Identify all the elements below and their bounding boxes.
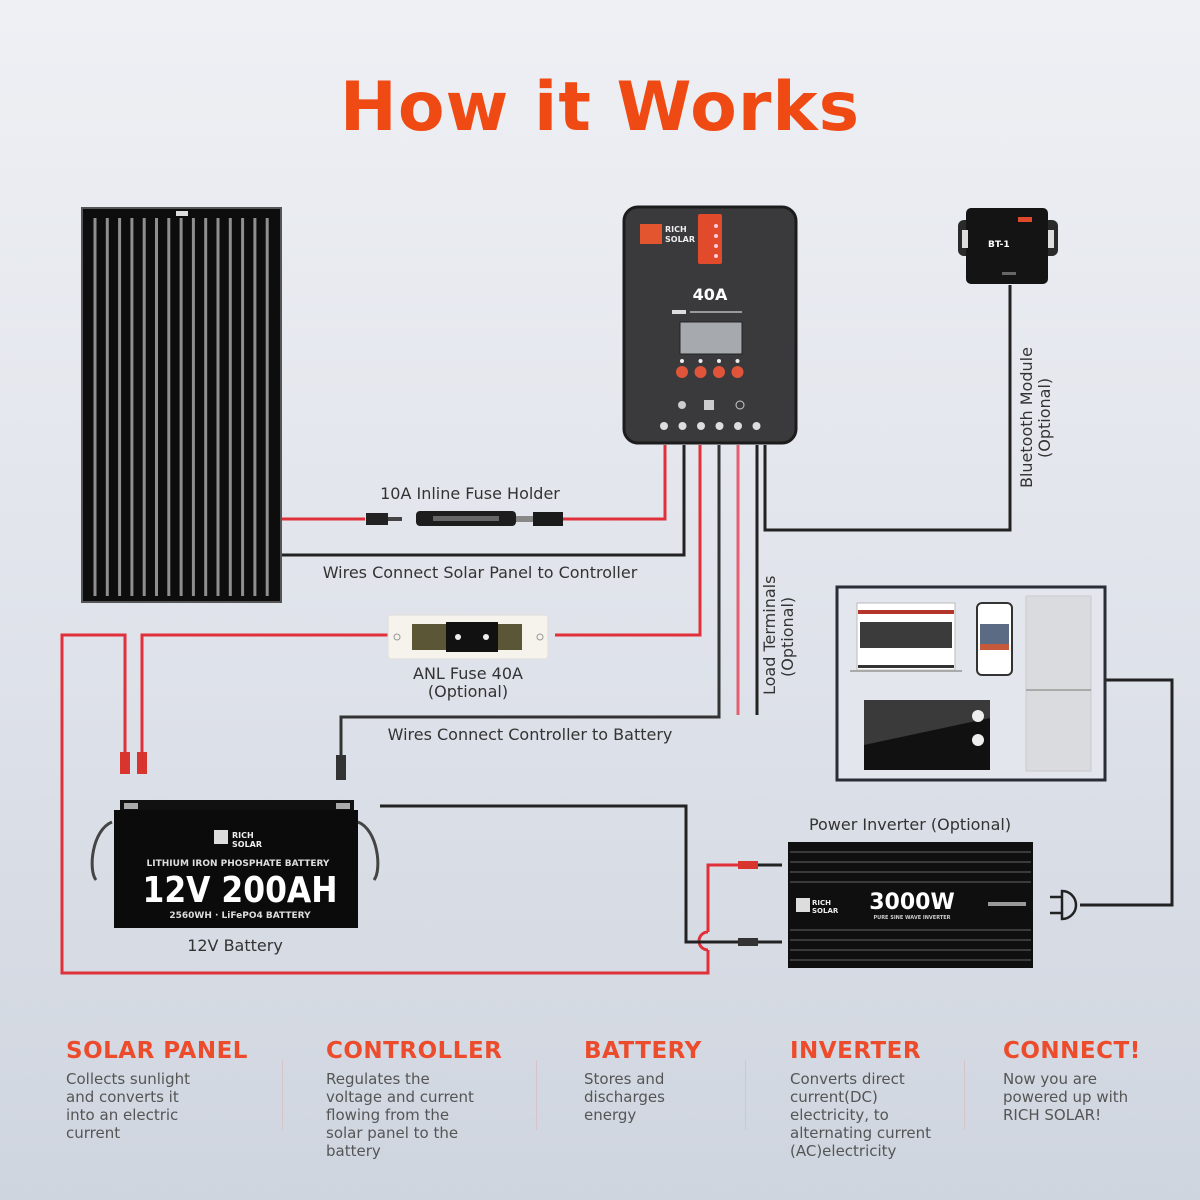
panel-wire-label: Wires Connect Solar Panel to Controller — [323, 563, 638, 582]
svg-text:RICH: RICH — [232, 831, 254, 840]
controller-terminal — [697, 422, 705, 430]
appliances-box — [835, 585, 1107, 782]
step-title: INVERTER — [790, 1038, 922, 1064]
controller-rating: 40A — [693, 285, 728, 304]
svg-text:SOLAR: SOLAR — [812, 907, 839, 915]
controller-terminal — [678, 422, 687, 430]
step-divider — [282, 1060, 283, 1130]
controller-button — [694, 366, 707, 378]
inverter-lug-negative — [738, 938, 758, 946]
battery-wire-label: Wires Connect Controller to Battery — [388, 725, 673, 744]
smartphone-icon — [976, 602, 1013, 676]
step-divider — [964, 1060, 965, 1130]
charge-controller-icon: RICH SOLAR 40A — [622, 205, 798, 445]
page-title: How it Works — [339, 68, 861, 147]
controller-terminal — [715, 422, 724, 430]
inline-fuse-icon — [366, 511, 563, 526]
inverter-icon: RICH SOLAR 3000W PURE SINE WAVE INVERTER — [788, 842, 1033, 968]
bluetooth-module-icon: BT-1 — [958, 208, 1058, 284]
svg-text:RICH: RICH — [665, 225, 687, 234]
bt-label: Bluetooth Module — [1017, 347, 1036, 488]
controller-button — [731, 366, 744, 378]
step-divider — [536, 1060, 537, 1130]
battery-icon: RICH SOLAR LITHIUM IRON PHOSPHATE BATTER… — [90, 800, 380, 928]
inverter-label: Power Inverter (Optional) — [809, 815, 1011, 834]
wire-inverter-negative — [380, 804, 755, 944]
battery-spec: 2560WH · LiFePO4 BATTERY — [169, 911, 311, 921]
solar-panel-icon — [81, 207, 282, 603]
ac-plug-icon — [1050, 889, 1078, 921]
step-description: Regulates the voltage and current flowin… — [326, 1070, 474, 1160]
wiring-diagram: 10A Inline Fuse Holder Wires Connect Sol… — [60, 205, 1174, 975]
step-divider — [745, 1060, 746, 1130]
laptop-icon — [850, 602, 962, 672]
battery-rating: 12V 200AH — [143, 870, 338, 911]
step-description: Collects sunlight and converts it into a… — [66, 1070, 190, 1142]
controller-terminal — [660, 422, 668, 430]
inverter-terminal-leads — [755, 863, 782, 944]
step-title: BATTERY — [584, 1038, 702, 1064]
controller-led — [698, 359, 703, 363]
controller-terminal — [752, 422, 761, 430]
inverter-lug-positive — [738, 861, 758, 869]
battery-lug-1 — [120, 752, 130, 774]
inverter-rating: 3000W — [869, 890, 955, 915]
step-title: SOLAR PANEL — [66, 1038, 248, 1064]
inverter-subtitle: PURE SINE WAVE INVERTER — [873, 915, 950, 921]
anl-fuse-optional: (Optional) — [428, 682, 508, 701]
wire-battery-positive — [140, 445, 702, 755]
steps-section: SOLAR PANEL Collects sunlight and conver… — [0, 1038, 1200, 1188]
wire-battery-negative — [339, 445, 721, 770]
anl-fuse-label: ANL Fuse 40A — [413, 664, 523, 683]
wire-panel-negative — [280, 445, 686, 557]
battery-label: 12V Battery — [187, 936, 283, 955]
battery-lug-2 — [137, 752, 147, 774]
step-description: Stores and discharges energy — [584, 1070, 665, 1124]
step-connect: CONNECT! Now you are powered up with RIC… — [1003, 1038, 1200, 1124]
step-inverter: INVERTER Converts direct current(DC) ele… — [790, 1038, 990, 1160]
wire-bluetooth — [763, 285, 1012, 532]
controller-led — [735, 359, 740, 363]
step-description: Now you are powered up with RICH SOLAR! — [1003, 1070, 1129, 1124]
svg-text:RICH: RICH — [812, 899, 831, 907]
wire-panel-positive — [280, 445, 667, 521]
controller-terminal — [734, 422, 742, 430]
wire-ac-output — [1080, 678, 1174, 907]
svg-text:SOLAR: SOLAR — [665, 235, 695, 244]
load-terminals-optional: (Optional) — [778, 597, 797, 677]
microwave-icon — [864, 700, 990, 770]
step-description: Converts direct current(DC) electricity,… — [790, 1070, 932, 1160]
step-controller: CONTROLLER Regulates the voltage and cur… — [326, 1038, 526, 1160]
controller-button — [676, 366, 688, 378]
controller-button — [713, 366, 725, 378]
svg-text:SOLAR: SOLAR — [232, 840, 262, 849]
anl-fuse-icon — [387, 614, 549, 660]
step-battery: BATTERY Stores and discharges energy — [584, 1038, 784, 1124]
step-title: CONTROLLER — [326, 1038, 503, 1064]
bt-optional: (Optional) — [1035, 378, 1054, 458]
controller-led — [680, 359, 684, 363]
inline-fuse-label: 10A Inline Fuse Holder — [380, 484, 560, 503]
step-title: CONNECT! — [1003, 1038, 1141, 1064]
battery-lug-3 — [336, 755, 346, 780]
step-solar-panel: SOLAR PANEL Collects sunlight and conver… — [66, 1038, 266, 1142]
battery-type: LITHIUM IRON PHOSPHATE BATTERY — [147, 859, 330, 869]
load-terminals-label: Load Terminals (Optional) — [760, 576, 797, 695]
load-terminals-text: Load Terminals — [760, 576, 779, 695]
controller-led — [717, 359, 721, 363]
bt-model: BT-1 — [988, 240, 1010, 250]
refrigerator-icon — [1025, 595, 1092, 772]
bluetooth-module-label: Bluetooth Module (Optional) — [1017, 347, 1054, 488]
